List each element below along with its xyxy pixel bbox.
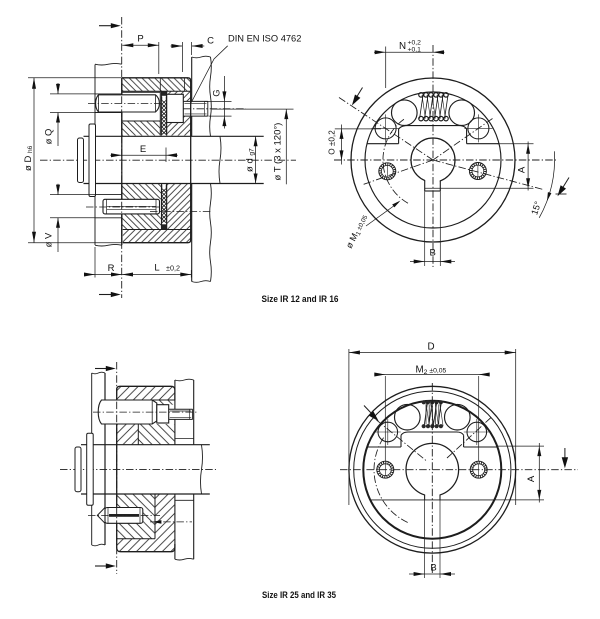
svg-text:ø V: ø V (44, 232, 55, 247)
svg-text:R: R (108, 263, 115, 274)
svg-text:DIN EN ISO 4762: DIN EN ISO 4762 (228, 34, 301, 44)
svg-text:ø D h6: ø D h6 (23, 145, 34, 171)
svg-text:15°: 15° (529, 200, 543, 216)
svg-text:ø Q: ø Q (44, 129, 55, 145)
svg-text:ø d g7: ø d g7 (245, 148, 256, 172)
svg-text:G: G (212, 89, 223, 96)
svg-text:+0,1: +0,1 (408, 46, 422, 53)
svg-text:N: N (399, 41, 406, 52)
svg-text:Size IR 25 and IR 35: Size IR 25 and IR 35 (262, 590, 337, 601)
svg-text:ø T (3 x 120°): ø T (3 x 120°) (273, 123, 284, 181)
svg-text:C: C (207, 36, 214, 47)
svg-text:P: P (137, 34, 143, 45)
svg-text:A: A (526, 475, 537, 482)
svg-text:E: E (140, 144, 146, 155)
svg-text:Size IR 12 and IR 16: Size IR 12 and IR 16 (262, 294, 339, 305)
svg-text:L: L (154, 263, 159, 274)
svg-text:M2 ±0,05: M2 ±0,05 (416, 364, 447, 376)
svg-text:O ±0,2: O ±0,2 (328, 130, 337, 155)
svg-text:+0,2: +0,2 (408, 40, 422, 47)
svg-text:A: A (517, 166, 528, 173)
svg-text:±0,2: ±0,2 (166, 264, 180, 273)
svg-text:D: D (427, 342, 434, 353)
svg-text:B: B (430, 563, 436, 574)
svg-text:B: B (430, 248, 436, 259)
